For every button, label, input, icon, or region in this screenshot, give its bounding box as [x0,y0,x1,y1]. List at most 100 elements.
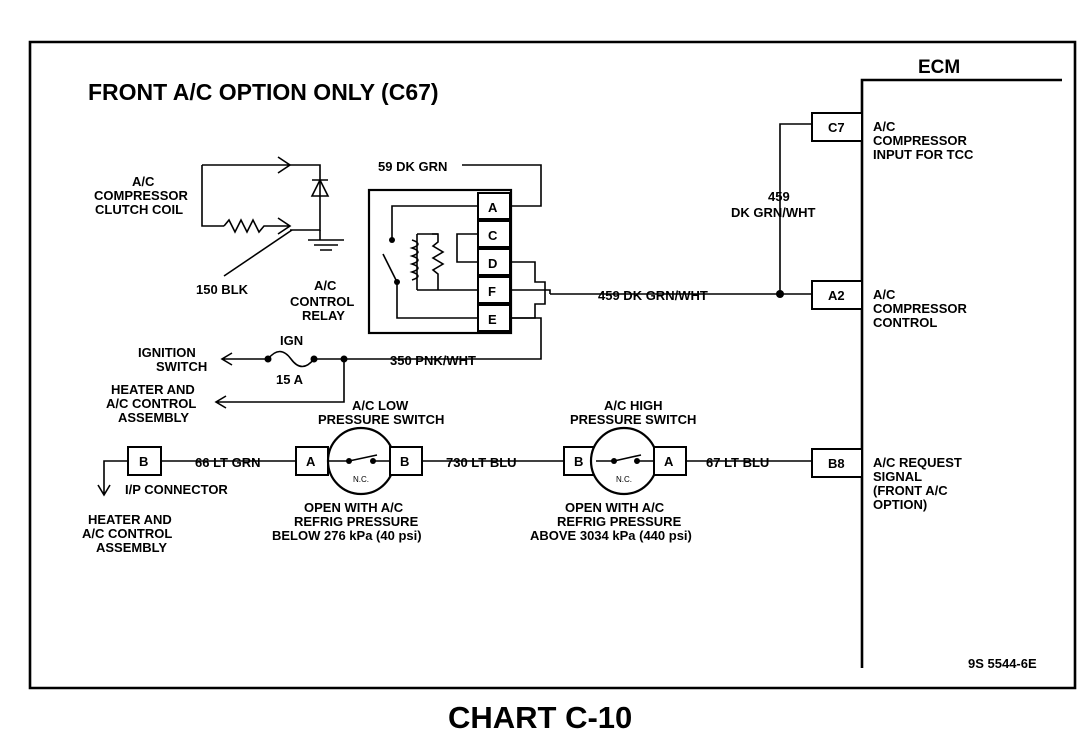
high-switch-title-2: PRESSURE SWITCH [570,412,696,427]
compressor-clutch-coil [201,156,344,277]
relay-terminal-a-label: A [488,200,498,215]
relay-terminal-e [477,304,511,332]
relay-coil-winding [409,234,419,290]
coil-label-1: A/C [132,174,155,189]
frame-border [28,40,1077,690]
relay-label-3: RELAY [302,308,345,323]
ignition-label-1: IGNITION [138,345,196,360]
high-pressure-switch: B A N.C. [563,426,687,496]
ecm-pin-b8-desc-2: SIGNAL [873,469,922,484]
low-switch-title-1: A/C LOW [352,398,409,413]
coil-resistor [223,217,292,235]
ecm-outline [860,78,1062,668]
low-switch-contact-1 [346,458,352,464]
ecm-pin-a2-desc-1: A/C [873,287,896,302]
ecm-pin-b8-label: B8 [828,456,845,471]
heater-label-2: A/C CONTROL [106,396,196,411]
relay-label-1: A/C [314,278,337,293]
figure-code: 9S 5544-6E [968,656,1037,671]
ecm-pin-b8 [811,448,863,478]
wire-459-color: DK GRN/WHT [731,205,816,220]
heater2-label-2: A/C CONTROL [82,526,172,541]
heater2-label-1: HEATER AND [88,512,172,527]
wire-to-heater-assembly [214,359,345,409]
high-switch-note-3: ABOVE 3034 kPa (440 psi) [530,528,692,543]
coil-wire-bottom [201,165,224,227]
high-switch-contact-2 [634,458,640,464]
low-switch-title-2: PRESSURE SWITCH [318,412,444,427]
relay-terminal-a [477,192,511,220]
wire-59-label: 59 DK GRN [378,159,447,174]
fuse-rating: 15 A [276,372,304,387]
relay-coil-resistor [431,233,445,290]
relay-f-to-459 [510,289,551,294]
low-pressure-switch: A B N.C. [295,426,423,496]
ecm-pin-c7-desc-2: COMPRESSOR [873,133,968,148]
ground-symbol [308,230,344,251]
ac-control-relay: A C D F E [344,164,551,360]
coil-wire-top [202,156,292,174]
wire-66-label: 66 LT GRN [195,455,261,470]
relay-terminal-d-label: D [488,256,497,271]
relay-coil-wire-c [456,233,478,263]
diode-wire [290,164,321,231]
coil-label-2: COMPRESSOR [94,188,189,203]
high-switch-contact-1 [611,458,617,464]
low-switch-nc: N.C. [353,475,369,484]
relay-switch-wire-top [391,205,478,240]
relay-terminal-e-label: E [488,312,497,327]
high-switch-pin-b-label: B [574,454,583,469]
wire-459-number: 459 [768,189,790,204]
high-switch-note-1: OPEN WITH A/C [565,500,665,515]
ecm-pin-b8-desc-1: A/C REQUEST [873,455,962,470]
wire-350-label: 350 PNK/WHT [390,353,476,368]
low-switch-note-3: BELOW 276 kPa (40 psi) [272,528,422,543]
ip-connector-pin-label: B [139,454,148,469]
low-switch-note-2: REFRIG PRESSURE [294,514,419,529]
wire-67-label: 67 LT BLU [706,455,769,470]
ecm-pin-a2 [811,280,863,310]
ecm-label: ECM [918,57,960,78]
relay-contact-top [389,237,395,243]
chart-title: CHART C-10 [448,700,632,735]
fuse-element [267,350,315,368]
low-switch-pin-b-label: B [400,454,409,469]
low-switch-pin-b [389,446,423,476]
ecm-pin-a2-desc-3: CONTROL [873,315,937,330]
wire-150-label: 150 BLK [196,282,249,297]
wire-459-label: 459 DK GRN/WHT [598,288,708,303]
ignition-label-2: SWITCH [156,359,207,374]
low-switch-contact-2 [370,458,376,464]
relay-label-2: CONTROL [290,294,354,309]
wire-459-c7 [779,123,812,294]
wire-59-dk-grn [462,164,542,207]
ecm-pin-a2-desc-2: COMPRESSOR [873,301,968,316]
relay-e-to-350 [344,317,542,360]
ecm-pin-b8-desc-4: OPTION) [873,497,927,512]
high-switch-pin-a-label: A [664,454,674,469]
relay-switch-arm [382,253,398,283]
low-switch-pin-a-label: A [306,454,316,469]
relay-coil-wire-f [417,233,478,291]
ecm-pin-c7-desc-3: INPUT FOR TCC [873,147,974,162]
ecm-pin-c7-desc-1: A/C [873,119,896,134]
relay-switch-wire-bottom [396,282,478,319]
high-switch-nc: N.C. [616,475,632,484]
wire-ip-to-heater [97,460,128,497]
low-switch-note-1: OPEN WITH A/C [304,500,404,515]
heater-label-3: ASSEMBLY [118,410,189,425]
high-switch-note-2: REFRIG PRESSURE [557,514,682,529]
ip-connector-label: I/P CONNECTOR [125,482,228,497]
ecm-pin-c7-label: C7 [828,120,845,135]
high-switch-title-1: A/C HIGH [604,398,663,413]
page-title: FRONT A/C OPTION ONLY (C67) [88,79,439,105]
ecm-pin-b8-desc-3: (FRONT A/C [873,483,948,498]
diode-symbol [310,178,330,197]
heater2-label-3: ASSEMBLY [96,540,167,555]
ignition-circuit [214,350,348,409]
fuse-name: IGN [280,333,303,348]
heater-label-1: HEATER AND [111,382,195,397]
ecm-module: ECM C7 A/C COMPRESSOR INPUT FOR TCC A2 A… [811,57,1062,668]
ip-connector: B [97,446,296,497]
